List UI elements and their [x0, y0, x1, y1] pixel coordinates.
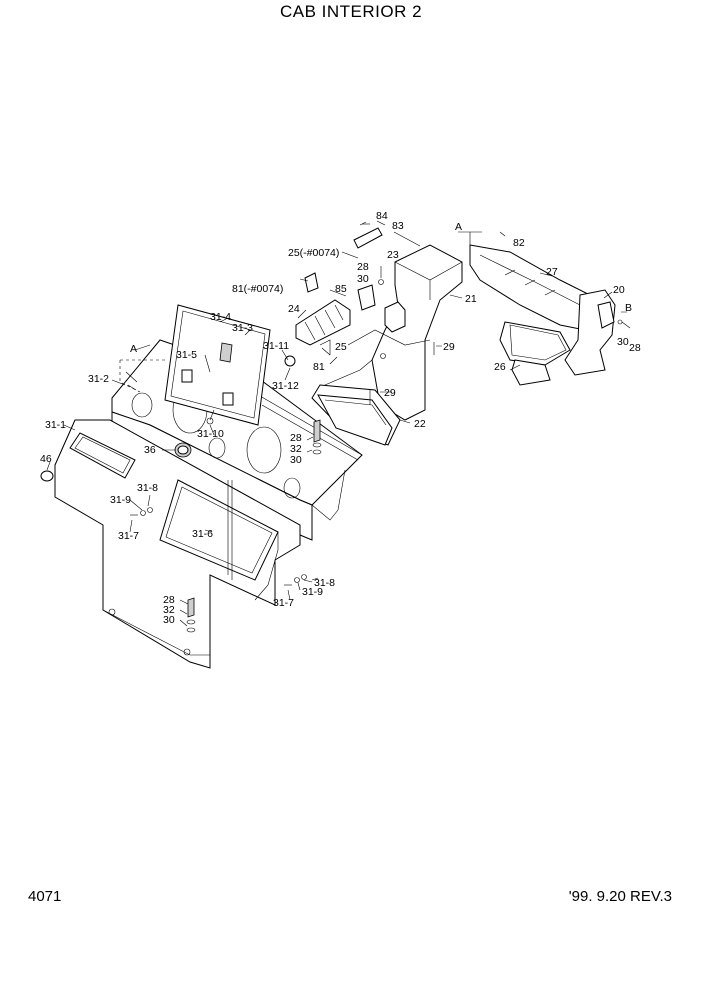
callout-25-0074: 25(-#0074) — [288, 247, 339, 259]
callout-31-9-lower: 31-9 — [302, 586, 323, 598]
center-duct — [311, 244, 463, 446]
callout-31-6: 31-6 — [192, 528, 213, 540]
access-door — [164, 304, 296, 426]
callout-24: 24 — [288, 303, 300, 315]
callout-30: 30 — [357, 273, 369, 285]
callout-29-lower: 29 — [384, 387, 396, 399]
callout-28-lower: 28 — [163, 594, 175, 606]
callout-27: 27 — [546, 266, 558, 278]
callout-23: 23 — [387, 249, 399, 261]
callout-31-7-lower: 31-7 — [273, 597, 294, 609]
callout-83: 83 — [392, 220, 404, 232]
callout-81: 81 — [313, 361, 325, 373]
right-duct — [469, 244, 616, 386]
callout-31-12: 31-12 — [272, 380, 299, 392]
callout-46: 46 — [40, 453, 52, 465]
callout-32-lower: 32 — [163, 604, 175, 616]
callout-31-1: 31-1 — [45, 419, 66, 431]
callout-28: 28 — [357, 261, 369, 273]
callout-28-center: 28 — [290, 432, 302, 444]
callout-B: B — [625, 302, 632, 314]
callout-31-3: 31-3 — [232, 322, 253, 334]
callout-31-8: 31-8 — [137, 482, 158, 494]
callout-32-center: 32 — [290, 443, 302, 455]
callout-31-8-lower: 31-8 — [314, 577, 335, 589]
callout-29: 29 — [443, 341, 455, 353]
callout-26: 26 — [494, 361, 506, 373]
callout-31-4: 31-4 — [210, 311, 231, 323]
lower-tray — [159, 479, 279, 601]
callout-20: 20 — [613, 284, 625, 296]
callout-31-7: 31-7 — [118, 530, 139, 542]
revision-label: '99. 9.20 REV.3 — [568, 888, 672, 905]
fasteners — [130, 223, 631, 633]
callout-85: 85 — [335, 283, 347, 295]
callout-22: 22 — [414, 418, 426, 430]
callout-labels: 84 83 A 82 25(-#0074) 28 23 30 27 81(-#0… — [40, 210, 641, 626]
callout-21: 21 — [465, 293, 477, 305]
callout-A-panel: A — [130, 343, 137, 355]
callout-31-9: 31-9 — [110, 494, 131, 506]
callout-31-11: 31-11 — [263, 340, 289, 352]
callout-84: 84 — [376, 210, 388, 222]
callout-30-lower: 30 — [163, 614, 175, 626]
callout-36: 36 — [144, 444, 156, 456]
page-title: CAB INTERIOR 2 — [279, 2, 423, 21]
page-number: 4071 — [28, 888, 62, 905]
callout-25: 25 — [335, 341, 347, 353]
callout-31-10: 31-10 — [197, 428, 224, 440]
callout-82: 82 — [513, 237, 525, 249]
callout-31-2: 31-2 — [88, 373, 109, 385]
callout-81-0074: 81(-#0074) — [232, 283, 283, 295]
callout-30-center: 30 — [290, 454, 302, 466]
callout-28-right: 28 — [629, 342, 641, 354]
callout-31-5: 31-5 — [176, 349, 197, 361]
callout-30-right: 30 — [617, 336, 629, 348]
leader-lines — [46, 220, 627, 627]
callout-A: A — [455, 221, 462, 233]
hose-and-brackets — [295, 221, 383, 355]
